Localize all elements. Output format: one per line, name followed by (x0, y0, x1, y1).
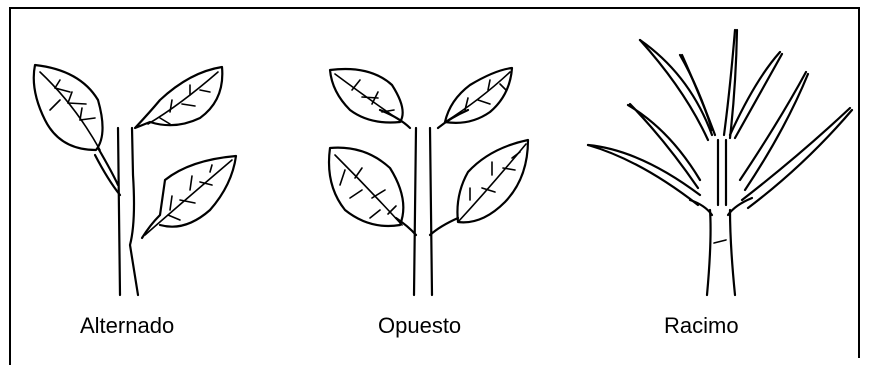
caption-alternado: Alternado (80, 313, 175, 338)
whorled-cluster-arrangement-icon (586, 28, 854, 297)
frame-edge (9, 353, 11, 365)
caption-opuesto: Opuesto (378, 313, 462, 338)
alternate-leaf-arrangement-icon (32, 63, 238, 297)
opposite-leaf-arrangement-icon (327, 66, 530, 297)
caption-racimo: Racimo (664, 313, 739, 338)
figure-frame (9, 7, 860, 358)
